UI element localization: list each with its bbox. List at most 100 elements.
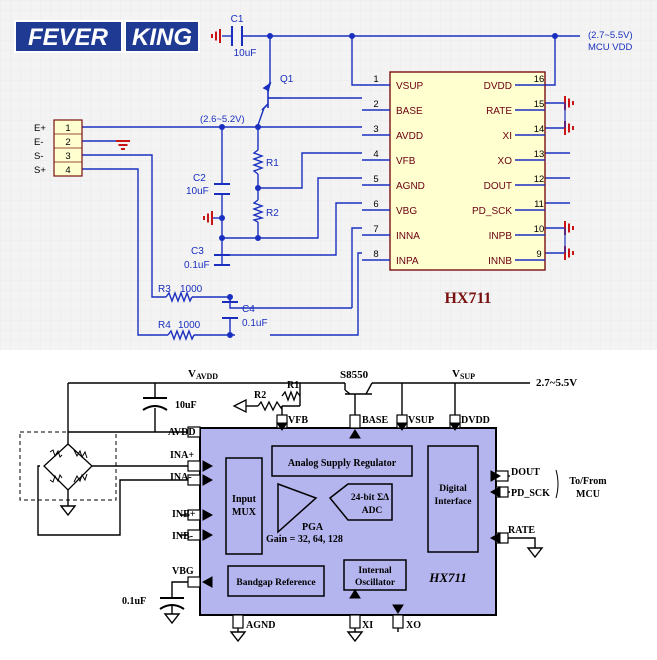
left-pin-number: 8 (373, 249, 378, 260)
di-label-2: Interface (435, 497, 472, 507)
r3-label: R3 (158, 284, 171, 295)
capacitor-01uf: 0.1uF (122, 596, 185, 610)
osc-label-1: Internal (358, 566, 392, 576)
r4-value: 1000 (178, 320, 201, 331)
connector-pin-number-3: 3 (65, 151, 70, 162)
oscillator-block (343, 559, 407, 591)
pd-sck-label: PD_SCK (511, 488, 550, 499)
left-pin-name: AGND (396, 181, 425, 192)
logo-text-right: KING (132, 24, 192, 51)
pga-triangle (277, 482, 318, 534)
chip-body (389, 71, 546, 271)
r4-label: R4 (158, 320, 171, 331)
resistor-r4: R4 1000 (158, 320, 201, 341)
logo-box-left (14, 20, 123, 53)
q1-label: Q1 (280, 74, 294, 85)
base-label: BASE (362, 415, 388, 426)
mcu-label-2: MCU (576, 489, 600, 500)
bridge-dashed-box (19, 431, 117, 501)
logo-box-right (124, 20, 200, 53)
ground-xi-block-icon (347, 631, 363, 642)
c4-value: 0.1uF (242, 318, 268, 329)
right-pin-number: 11 (534, 199, 544, 210)
c1-label: C1 (231, 14, 244, 25)
connector-label-4: S+ (34, 165, 46, 176)
c2-label: C2 (193, 173, 206, 184)
mux-label-1: Input (232, 494, 257, 505)
ina-plus-label: INA+ (170, 450, 194, 461)
inb-plus-label: INB+ (172, 509, 196, 520)
left-pin-name: VFB (396, 156, 416, 167)
left-pin-name: INPA (396, 256, 419, 267)
bottom-pin-squares (232, 614, 404, 629)
xi-label: XI (362, 620, 373, 631)
left-pin-number: 4 (373, 149, 378, 160)
vbg-label: VBG (172, 566, 194, 577)
dout-label: DOUT (511, 467, 540, 478)
ground-bridge-icon (60, 505, 76, 516)
capacitor-c4: C4 0.1uF (222, 301, 268, 329)
r3-value: 1000 (180, 284, 203, 295)
resistor-r2: R2 (251, 199, 279, 223)
cap-01uf-label: 0.1uF (122, 596, 146, 607)
avdd-pin-label: AVDD (168, 427, 196, 438)
ground-rate-block-icon (527, 547, 543, 558)
r2-block-label: R2 (254, 390, 266, 401)
resistor-r1-block: R1 (281, 380, 301, 402)
dvdd-pin-label: DVDD (461, 415, 490, 426)
asr-label: Analog Supply Regulator (288, 458, 397, 469)
logo: FEVER KING (14, 20, 200, 53)
schematic-panel: FEVER KING (0, 0, 657, 350)
connector-label-1: E+ (34, 123, 46, 134)
right-pin-name: XI (503, 131, 512, 142)
capacitor-10uf: 10uF (142, 397, 197, 411)
transistor-q1 (261, 81, 282, 111)
left-pin-name: INNA (396, 231, 420, 242)
connector-pin-number-4: 4 (65, 165, 70, 176)
schematic-grid (0, 0, 657, 350)
connector-j1: E+1E-2S-3S+4 (34, 119, 83, 177)
connector-pin-number-1: 1 (65, 123, 70, 134)
r1-block-label: R1 (287, 380, 299, 391)
left-pin-name: BASE (396, 106, 423, 117)
block-arrows (201, 422, 502, 614)
adc-label-1: 24-bit ΣΔ (351, 493, 389, 503)
left-pin-number: 1 (373, 74, 378, 85)
capacitor-c2: C2 10uF (186, 173, 230, 197)
ina-minus-label: INA- (170, 472, 192, 483)
di-label-1: Digital (439, 484, 467, 494)
asr-block (271, 445, 413, 477)
block-diagram-panel: 10uF VAVDD VSUP S8550 2.7~5.5V R2 R1 VFB… (19, 368, 607, 642)
right-pin-squares (495, 470, 509, 544)
right-pin-name: DOUT (484, 181, 512, 192)
avdd-range: (2.6~5.2V) (200, 114, 245, 125)
right-pin-name: XO (498, 156, 513, 167)
c4-label: C4 (242, 304, 255, 315)
left-pin-name: AVDD (396, 131, 423, 142)
mcu-label-1: To/From (569, 476, 607, 487)
r1-label: R1 (266, 158, 279, 169)
digital-interface-block (427, 445, 479, 553)
resistor-r3: R3 1000 (158, 284, 203, 303)
ground-vbg-icon (164, 613, 180, 624)
cap-10uf-label: 10uF (175, 400, 197, 411)
right-pin-name: INPB (489, 231, 513, 242)
left-pin-squares (187, 426, 201, 588)
right-pin-name: RATE (486, 106, 512, 117)
vfb-label: VFB (288, 415, 308, 426)
left-pin-number: 7 (373, 224, 378, 235)
xo-label: XO (406, 620, 421, 631)
connector-pin-number-2: 2 (65, 137, 70, 148)
ground-agnd-icon (230, 631, 246, 642)
load-cell-bridge (19, 431, 117, 501)
gain-label: Gain = 32, 64, 128 (266, 534, 343, 545)
right-pin-name: DVDD (484, 81, 512, 92)
rate-label: RATE (508, 525, 535, 536)
adc-label-2: ADC (362, 506, 383, 516)
agnd-label: AGND (246, 620, 275, 631)
r2-label: R2 (266, 208, 279, 219)
c2-value: 10uF (186, 186, 209, 197)
